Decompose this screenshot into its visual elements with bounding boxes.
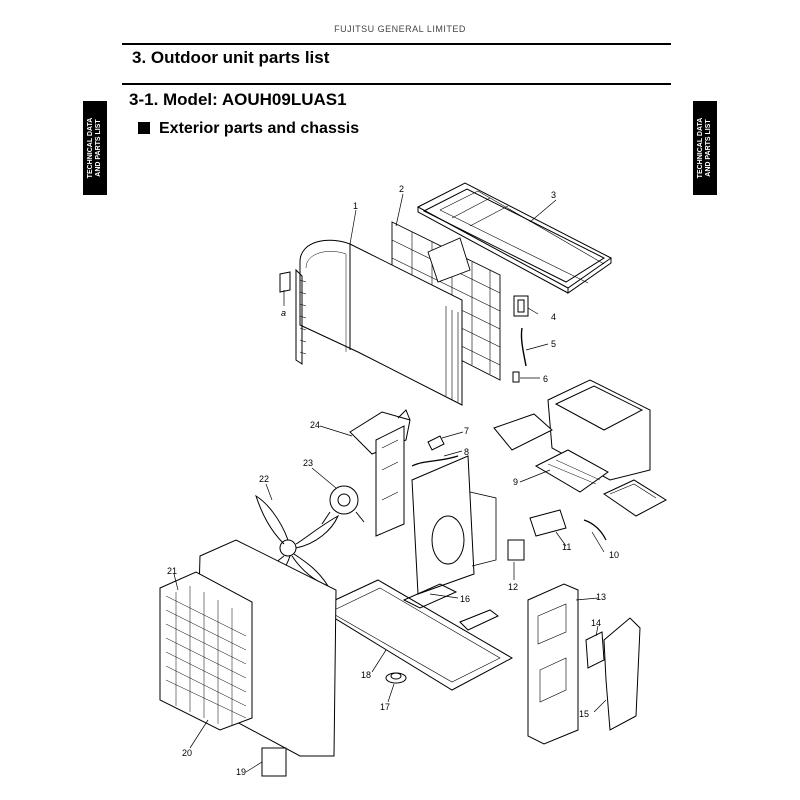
part-11	[529, 509, 567, 537]
callout-15: 15	[579, 709, 589, 719]
model-title: 3-1. Model: AOUH09LUAS1	[129, 90, 347, 109]
part-8-wire	[411, 455, 459, 467]
callout-14: 14	[591, 618, 601, 628]
part-15-side-panel	[603, 617, 641, 731]
part-small-brackets	[512, 295, 529, 383]
callout-13: 13	[596, 592, 606, 602]
section-rule	[122, 83, 671, 85]
callout-19: 19	[236, 767, 246, 777]
callout-8: 8	[464, 447, 469, 457]
callout-21: 21	[167, 566, 177, 576]
leader-lines	[173, 193, 607, 773]
callout-24: 24	[310, 420, 320, 430]
part-right-panel	[527, 583, 579, 745]
callout-23: 23	[303, 458, 313, 468]
callout-18: 18	[361, 670, 371, 680]
part-heat-exchanger	[279, 239, 463, 406]
callout-2: 2	[399, 184, 404, 194]
callout-20: 20	[182, 748, 192, 758]
callout-17: 17	[380, 702, 390, 712]
part-front-panel	[159, 539, 337, 757]
part-partition	[375, 425, 497, 595]
callout-12: 12	[508, 582, 518, 592]
part-7-clip	[427, 435, 445, 451]
part-base-pan	[316, 579, 514, 691]
callout-6: 6	[543, 374, 548, 384]
callout-16: 16	[460, 594, 470, 604]
section-title: 3. Outdoor unit parts list	[132, 48, 330, 67]
subsection-title: Exterior parts and chassis	[138, 120, 359, 138]
side-tab-right[interactable]: TECHNICAL DATA AND PARTS LIST	[693, 101, 717, 195]
header-rule	[122, 43, 671, 45]
callout-9: 9	[513, 477, 518, 487]
callout-22: 22	[259, 474, 269, 484]
callout-5: 5	[551, 339, 556, 349]
callout-a: a	[281, 308, 286, 318]
side-tab-left[interactable]: TECHNICAL DATA AND PARTS LIST	[83, 101, 107, 195]
callout-7: 7	[464, 426, 469, 436]
part-12	[507, 539, 525, 561]
brand-header: FUJITSU GENERAL LIMITED	[334, 24, 466, 34]
callout-4: 4	[551, 312, 556, 322]
subsection-title-text: Exterior parts and chassis	[159, 120, 360, 137]
callout-11: 11	[562, 542, 571, 552]
part-top-panel	[416, 182, 612, 294]
part-19-label	[261, 747, 287, 777]
part-10-wire	[583, 519, 607, 541]
callout-3: 3	[551, 190, 556, 200]
square-bullet-icon	[138, 122, 150, 134]
part-14-bracket	[585, 631, 605, 669]
part-controller	[493, 379, 667, 517]
callout-1: 1	[353, 201, 358, 211]
callout-10: 10	[609, 550, 619, 560]
part-17-drain-cap	[385, 672, 407, 684]
part-fan-motor	[321, 485, 365, 525]
